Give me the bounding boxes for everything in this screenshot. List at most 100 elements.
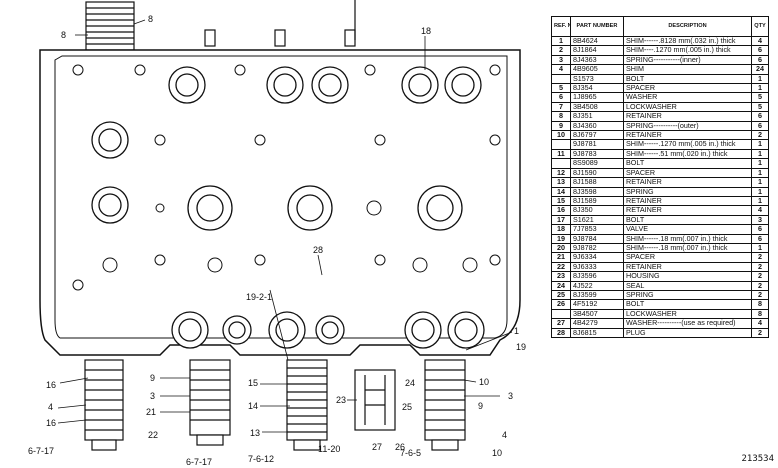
cell-ref: 13 — [551, 177, 571, 188]
cell-part: 9J8783 — [570, 148, 624, 160]
cell-ref: 21 — [551, 252, 571, 263]
cell-part: 4J522 — [570, 280, 624, 291]
cell-part: 7J7853 — [570, 224, 624, 235]
callout: 24 — [405, 378, 415, 388]
cell-desc: SPACER — [623, 167, 752, 179]
cell-part: 8S9089 — [570, 158, 624, 169]
cell-ref: 6 — [551, 92, 571, 103]
spring-assembly-4 — [424, 359, 466, 451]
cell-qty: 6 — [751, 45, 769, 56]
cell-part: 8J4363 — [570, 54, 624, 66]
header-part: PART NUMBER — [570, 16, 624, 37]
cell-part: 8B4624 — [570, 35, 624, 47]
callout: 10 — [492, 448, 502, 458]
cell-qty: 1 — [751, 167, 769, 179]
cell-qty: 4 — [751, 318, 769, 329]
callout: 19 — [516, 342, 526, 352]
cell-desc: SPRING-----------(inner) — [623, 54, 752, 66]
callout: 18 — [421, 26, 431, 36]
cell-qty: 5 — [751, 101, 769, 113]
callout: 19-2-1 — [246, 292, 272, 302]
housing-assembly — [354, 369, 396, 431]
callout: 23 — [336, 395, 346, 405]
callout: 11-20 — [318, 444, 340, 454]
cell-ref: 19 — [551, 233, 571, 244]
cell-desc: SPRING----------(outer) — [623, 120, 752, 132]
cell-ref: 5 — [551, 83, 571, 94]
cell-ref — [551, 139, 571, 150]
cell-desc: BOLT — [623, 214, 752, 226]
cell-part: 8J4360 — [570, 120, 624, 132]
callout: 3 — [508, 391, 513, 401]
cell-qty: 1 — [751, 158, 769, 169]
callout: 9 — [478, 401, 483, 411]
cell-part: S1573 — [570, 73, 624, 85]
cell-ref: 9 — [551, 120, 571, 132]
cell-ref: 4 — [551, 64, 571, 75]
cell-desc: VALVE — [623, 224, 752, 235]
cell-qty: 2 — [751, 130, 769, 141]
cell-part: 8J1864 — [570, 45, 624, 56]
cell-ref — [551, 73, 571, 85]
exploded-valve-diagram: 8 8 18 28 19-2-1 1 19 16 4 16 6-7-17 9 3… — [28, 0, 526, 467]
cell-desc: WASHER----------(use as required) — [623, 318, 752, 329]
callout: 27 — [372, 442, 382, 452]
cell-desc: WASHER — [623, 92, 752, 103]
cell-part: 8J1590 — [570, 167, 624, 179]
cell-ref: 24 — [551, 280, 571, 291]
cell-ref: 28 — [551, 327, 571, 339]
cell-ref: 2 — [551, 45, 571, 56]
cell-part: 3B4508 — [570, 101, 624, 113]
cell-qty: 8 — [751, 299, 769, 310]
cell-desc: SPACER — [623, 83, 752, 94]
cell-qty: 2 — [751, 261, 769, 273]
cell-qty: 1 — [751, 186, 769, 197]
cell-ref: 14 — [551, 186, 571, 197]
cell-ref: 8 — [551, 111, 571, 122]
callout: 14 — [248, 401, 258, 411]
header-ref: REF. NO. — [551, 16, 571, 37]
cell-ref — [551, 158, 571, 169]
cell-qty: 6 — [751, 111, 769, 122]
callout: 9 — [150, 373, 155, 383]
callout: 16 — [46, 418, 56, 428]
cell-part: 8J354 — [570, 83, 624, 94]
cell-desc: SHIM------.8128 mm(.032 in.) thick — [623, 35, 752, 47]
cell-desc: SHIM------.18 mm(.007 in.) thick — [623, 233, 752, 244]
cell-desc: HOUSING — [623, 271, 752, 282]
callout: 25 — [402, 402, 412, 412]
callout: 8 — [61, 30, 66, 40]
cell-ref: 15 — [551, 195, 571, 207]
cell-ref: 17 — [551, 214, 571, 226]
cell-desc: RETAINER — [623, 177, 752, 188]
callout: 22 — [148, 430, 158, 440]
cell-desc: SHIM — [623, 64, 752, 75]
cell-ref: 10 — [551, 130, 571, 141]
callout: 8 — [148, 14, 153, 24]
cell-qty: 5 — [751, 92, 769, 103]
cell-ref: 18 — [551, 224, 571, 235]
cell-qty: 1 — [751, 195, 769, 207]
cell-qty: 6 — [751, 120, 769, 132]
cell-desc: SPACER — [623, 252, 752, 263]
cell-ref: 1 — [551, 35, 571, 47]
cell-part: S1621 — [570, 214, 624, 226]
cell-desc: SHIM----.1270 mm(.005 in.) thick — [623, 45, 752, 56]
cell-ref: 23 — [551, 271, 571, 282]
callout: 7-6-12 — [248, 454, 274, 464]
